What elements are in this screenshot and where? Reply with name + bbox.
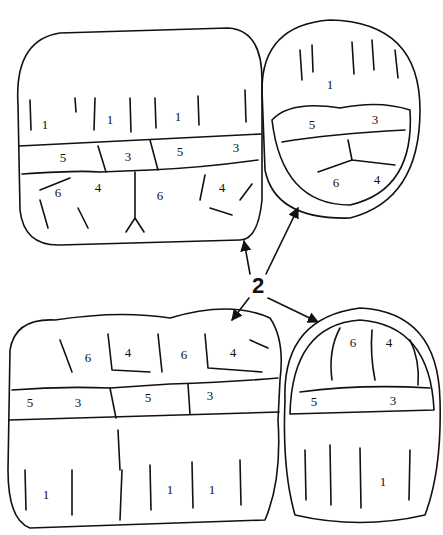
lower-molar [8,309,281,528]
callout-number: 5 [59,151,68,165]
callout-number: 3 [74,396,83,410]
callout-number: 3 [232,141,241,155]
callout-number: 3 [389,394,398,408]
callout-number: 1 [166,483,175,497]
callout-number: 5 [144,391,153,405]
callout-number: 1 [208,483,217,497]
callout-number: 3 [206,389,215,403]
callout-number: 1 [379,475,388,489]
lower-premolar [284,308,440,523]
callout-number: 4 [373,173,382,187]
callout-number: 1 [106,113,115,127]
callout-number: 4 [229,346,238,360]
callout-number: 1 [41,118,50,132]
callout-number: 4 [218,181,227,195]
callout-number: 1 [174,110,183,124]
callout-number: 2 [251,275,265,297]
callout-number: 6 [349,336,358,350]
callout-number: 1 [326,78,335,92]
callout-number: 4 [94,181,103,195]
callout-number: 3 [371,113,380,127]
callout-number: 1 [42,488,51,502]
callout-number: 6 [180,348,189,362]
callout-number: 5 [310,395,319,409]
callout-number: 6 [84,351,93,365]
callout-number: 6 [156,189,165,203]
upper-molar [18,28,262,245]
callout-number: 3 [124,150,133,164]
callout-number: 4 [385,336,394,350]
upper-premolar [262,20,420,218]
callout-number: 5 [176,145,185,159]
callout-number: 5 [308,118,317,132]
callout-number: 6 [54,186,63,200]
callout-number: 4 [124,346,133,360]
callout-number: 5 [26,396,35,410]
callout-number: 6 [332,176,341,190]
